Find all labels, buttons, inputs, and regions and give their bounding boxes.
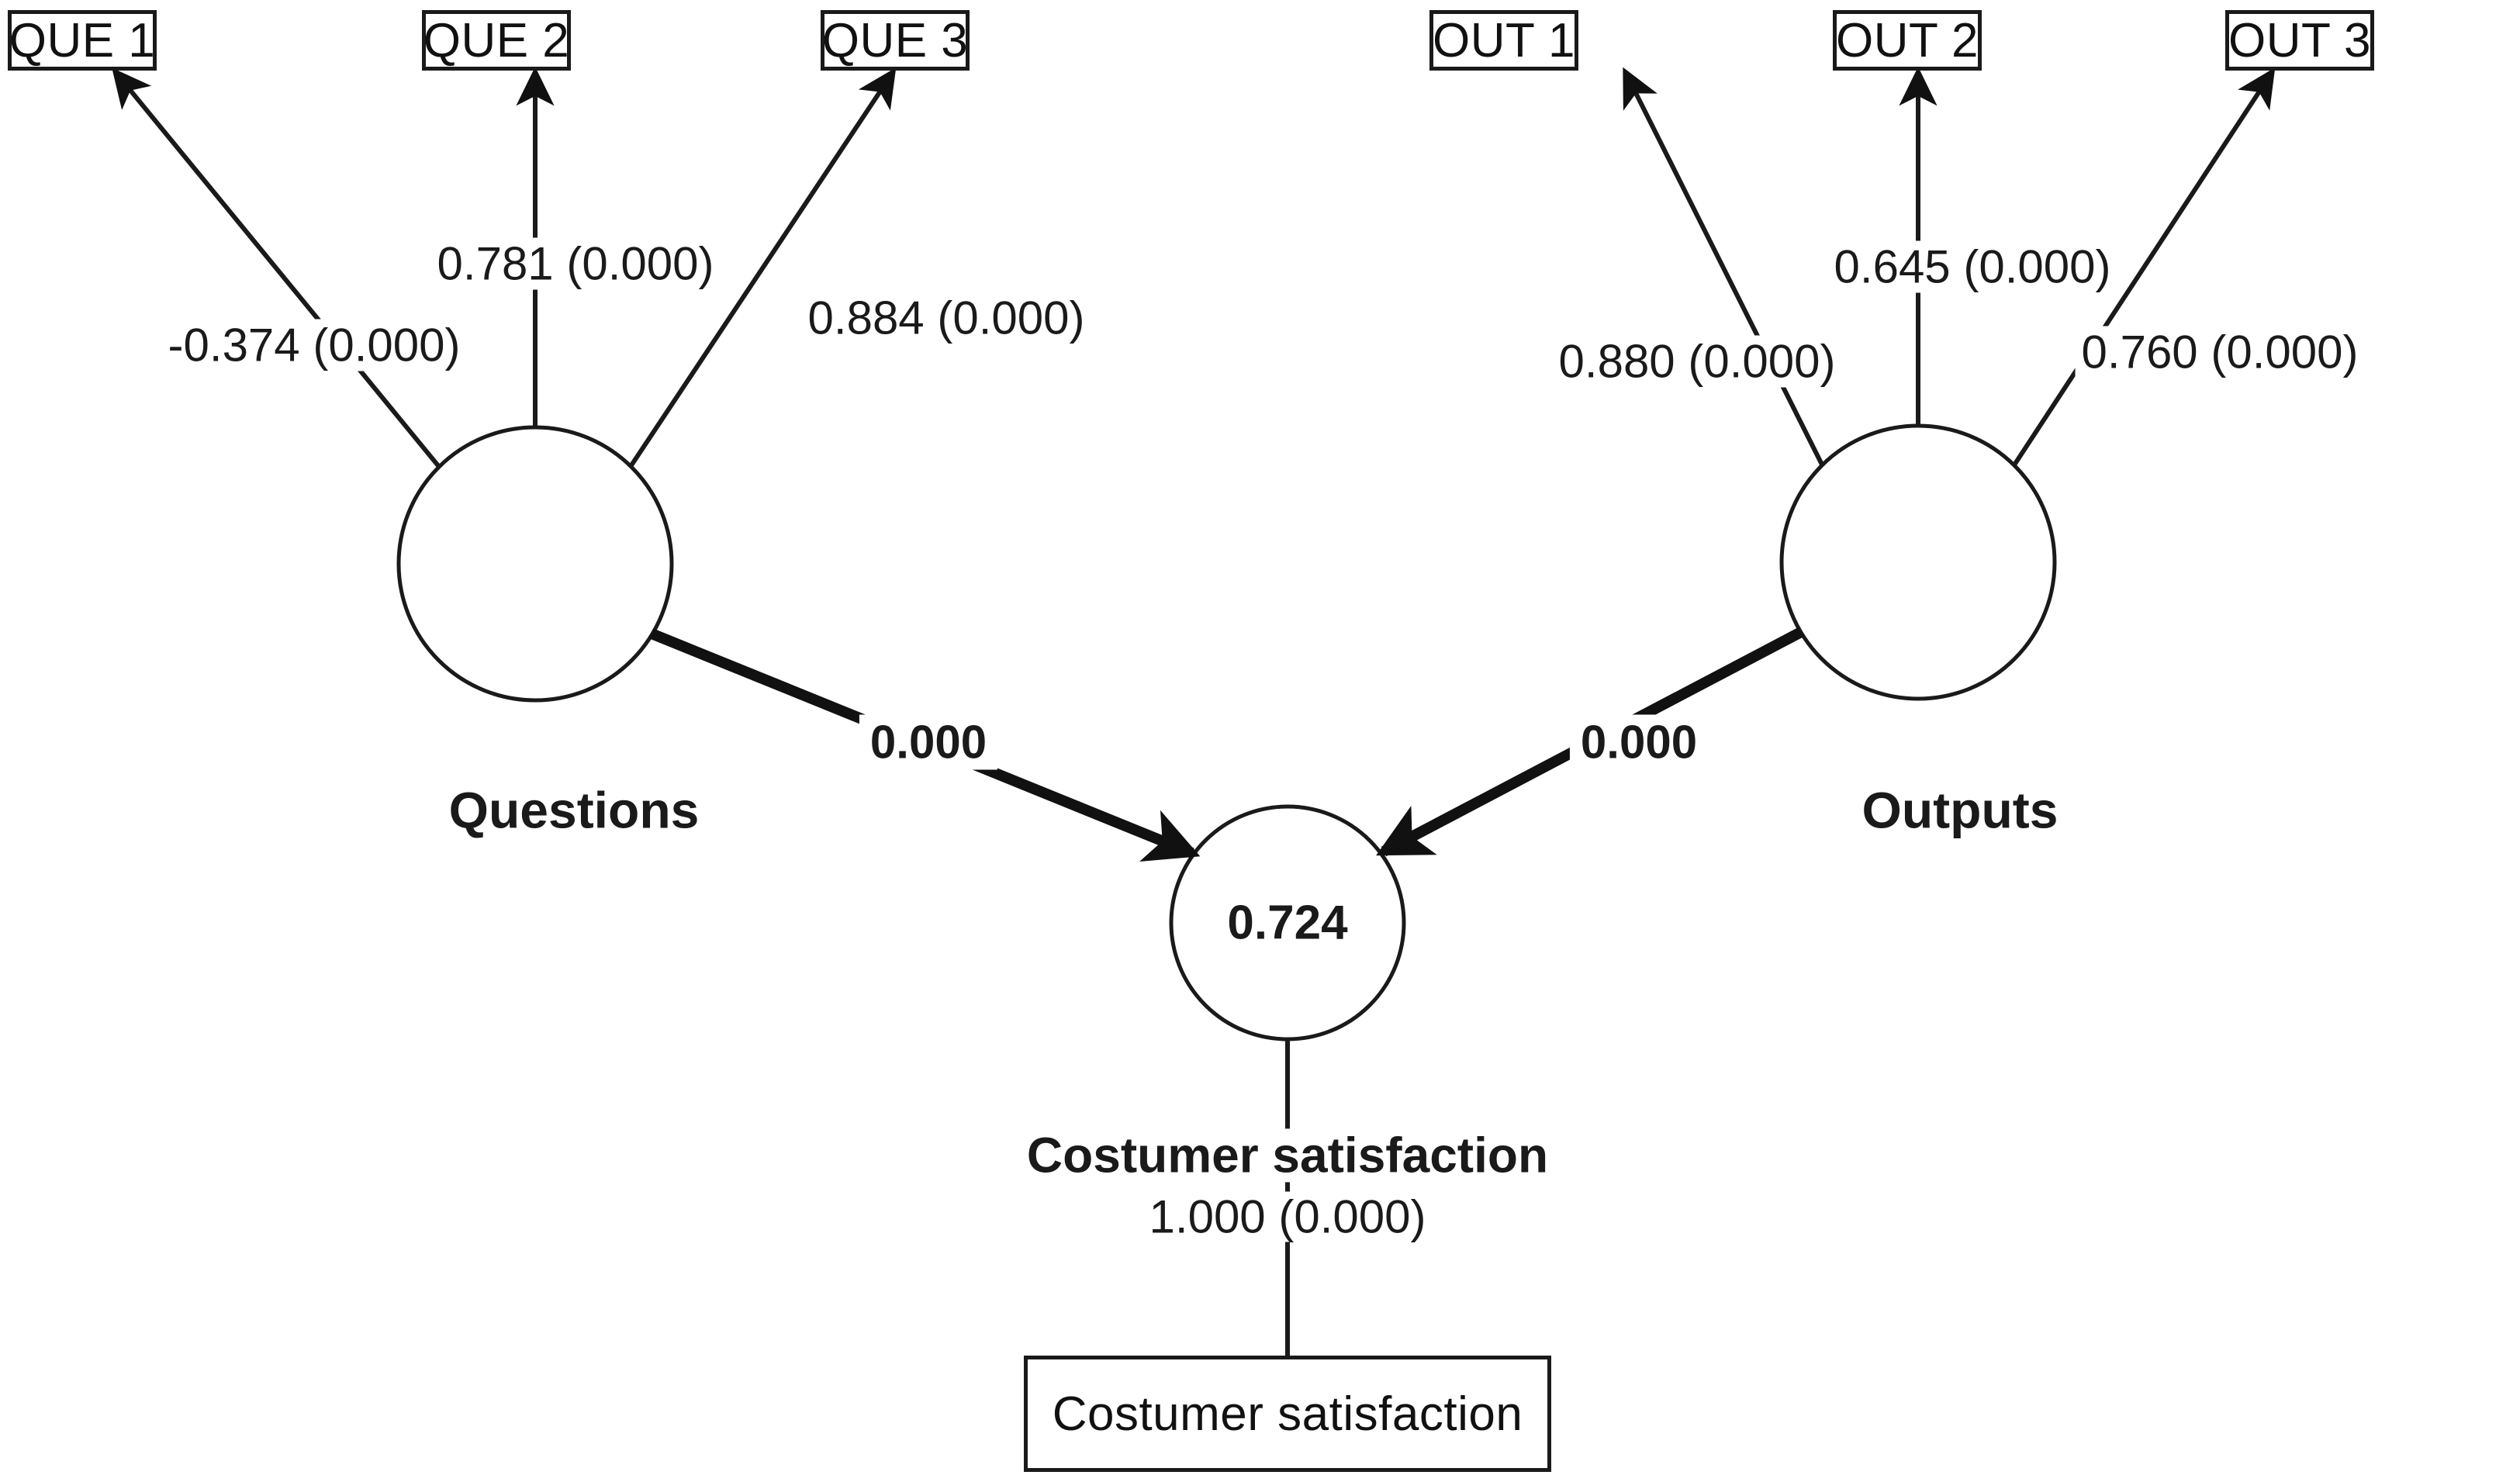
indicator-box-que3[interactable]: QUE 3 bbox=[821, 10, 970, 71]
loading-arrow-out1 bbox=[1623, 67, 1825, 468]
loading-label-out3: 0.760 (0.000) bbox=[2075, 326, 2365, 378]
construct-label-outputs: Outputs bbox=[1857, 782, 2063, 839]
indicator-label-out2: OUT 2 bbox=[1836, 13, 1979, 67]
indicator-box-out2[interactable]: OUT 2 bbox=[1833, 10, 1982, 71]
loading-label-costumer-satisfaction: 1.000 (0.000) bbox=[1142, 1191, 1433, 1242]
path-label-outputs-to-cs: 0.000 bbox=[1569, 714, 1709, 770]
loading-label-que3: 0.884 (0.000) bbox=[801, 292, 1091, 344]
indicator-box-out3[interactable]: OUT 3 bbox=[2225, 10, 2374, 71]
indicator-box-costumer-satisfaction[interactable]: Costumer satisfaction bbox=[1024, 1356, 1551, 1472]
indicator-box-que2[interactable]: QUE 2 bbox=[422, 10, 571, 71]
loading-label-out2: 0.645 (0.000) bbox=[1827, 240, 2117, 293]
indicator-label-que3: QUE 3 bbox=[821, 13, 969, 67]
indicator-label-que2: QUE 2 bbox=[423, 13, 570, 67]
loading-label-que1: -0.374 (0.000) bbox=[161, 319, 467, 371]
indicator-label-costumer-satisfaction: Costumer satisfaction bbox=[1052, 1387, 1523, 1441]
construct-circle-outputs[interactable] bbox=[1779, 423, 2057, 701]
construct-label-questions: Questions bbox=[444, 782, 704, 839]
indicator-label-out1: OUT 1 bbox=[1433, 13, 1575, 67]
construct-label-costumer-satisfaction: Costumer satisfaction bbox=[1020, 1128, 1555, 1183]
construct-circle-questions[interactable] bbox=[396, 425, 674, 703]
loading-label-out1: 0.880 (0.000) bbox=[1552, 335, 1842, 388]
indicator-box-que1[interactable]: QUE 1 bbox=[8, 10, 157, 71]
indicator-label-out3: OUT 3 bbox=[2228, 13, 2371, 67]
indicator-box-out1[interactable]: OUT 1 bbox=[1429, 10, 1578, 71]
r-squared-value: 0.724 bbox=[1227, 896, 1348, 950]
loading-arrow-out3 bbox=[2011, 67, 2276, 468]
path-label-questions-to-cs: 0.000 bbox=[859, 714, 998, 770]
loading-arrow-que1 bbox=[112, 67, 442, 469]
loading-arrow-que3 bbox=[627, 67, 897, 469]
indicator-label-que1: QUE 1 bbox=[9, 13, 156, 67]
loading-label-que2: 0.781 (0.000) bbox=[430, 237, 721, 290]
